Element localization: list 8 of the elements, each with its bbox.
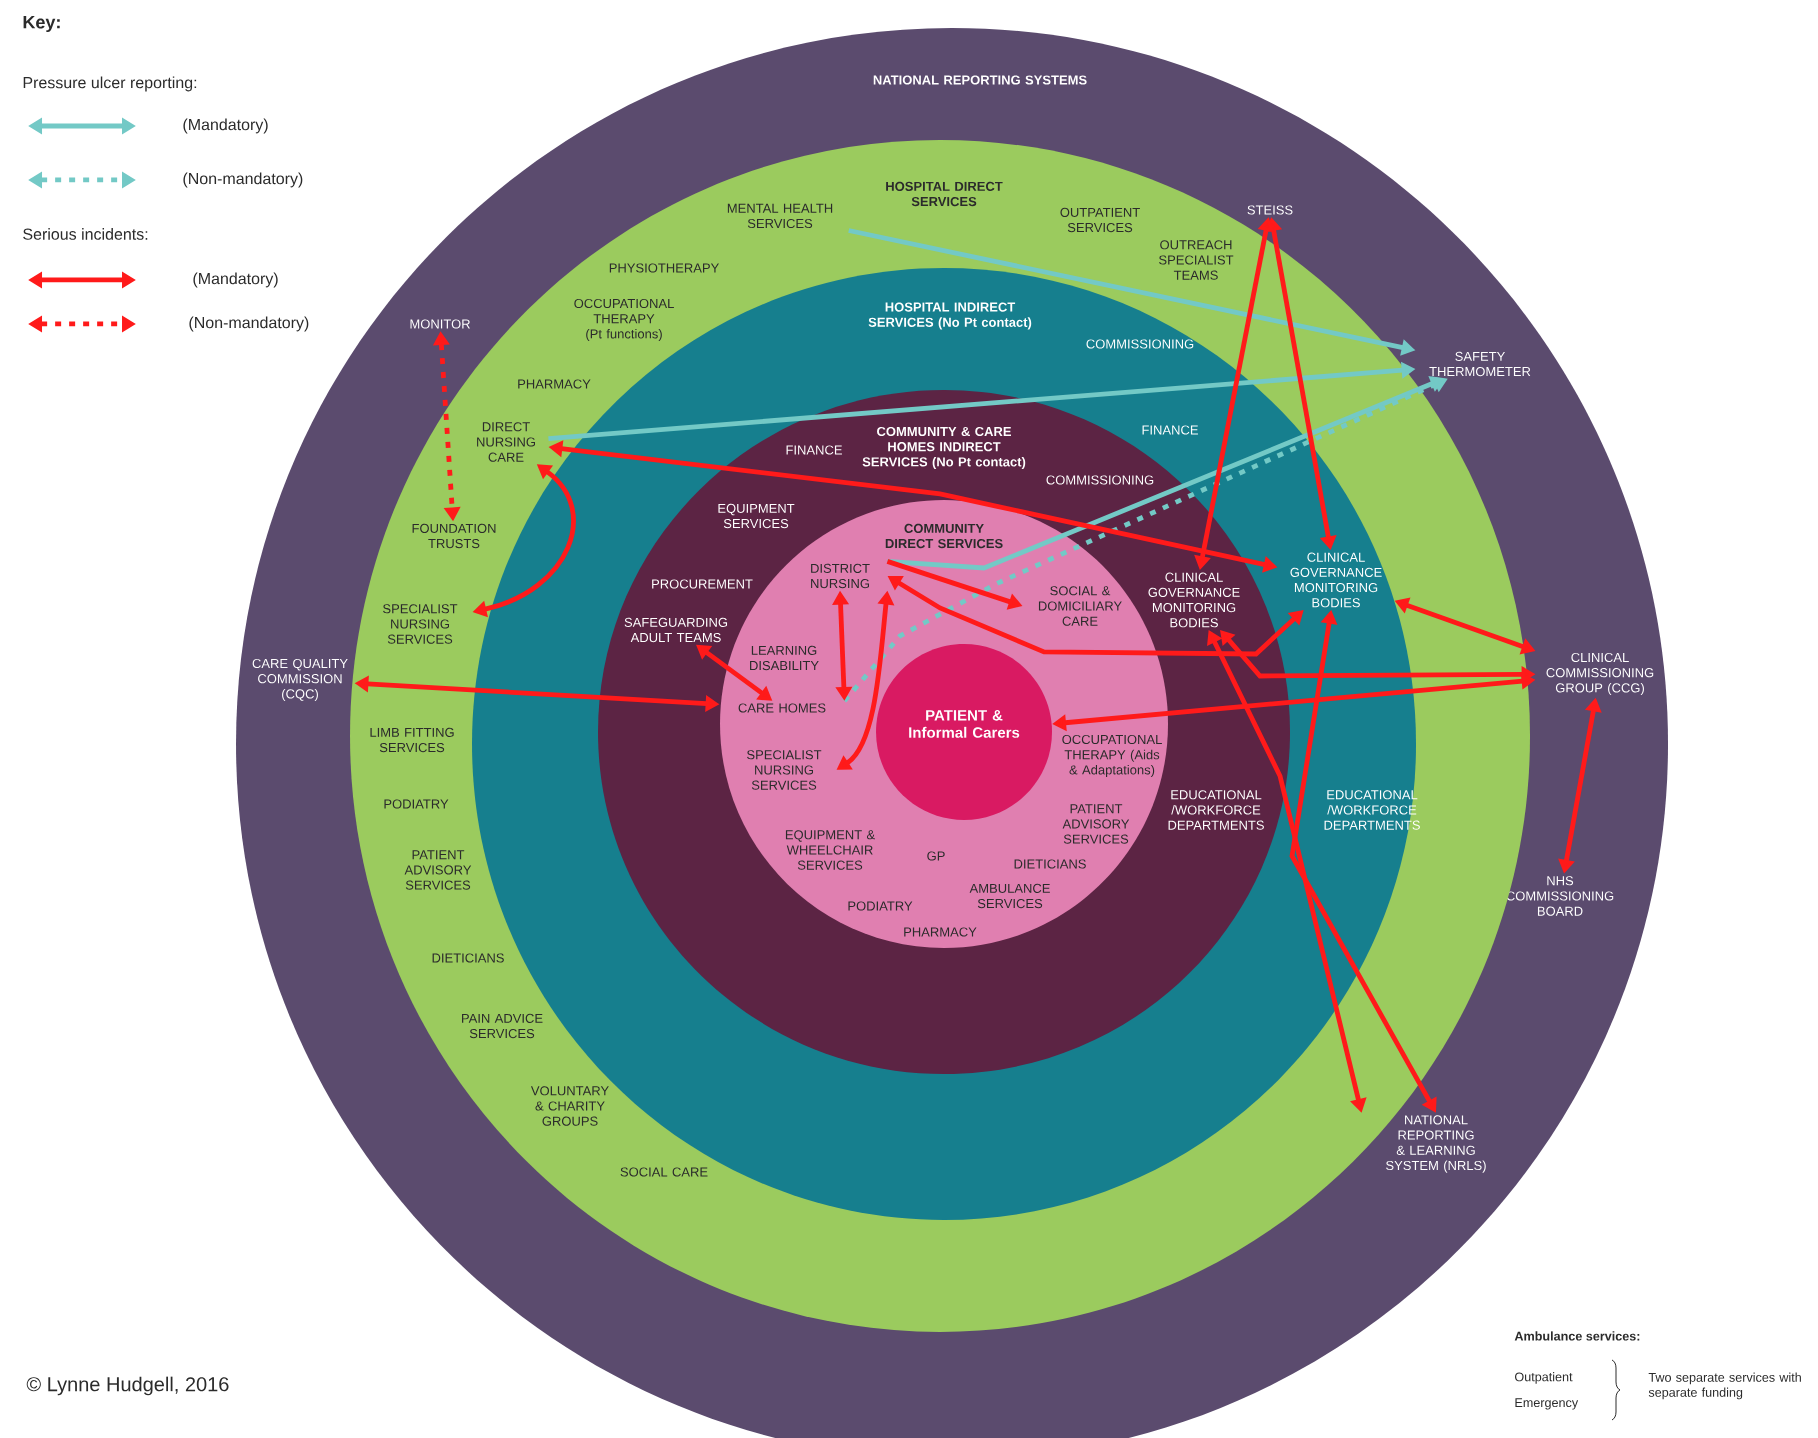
key-heading: Key: (23, 15, 60, 33)
section-heading: Serious incidents: (23, 228, 148, 240)
legend-label: (Non-mandatory) (183, 172, 303, 188)
legend-label: (Mandatory) (183, 118, 268, 134)
legend-label: (Non-mandatory) (189, 316, 309, 332)
copyright-note: © Lynne Hudgell, 2016 (26, 1376, 229, 1396)
section-heading: Pressure ulcer reporting: (23, 76, 197, 92)
legend-label: (Mandatory) (193, 272, 278, 288)
